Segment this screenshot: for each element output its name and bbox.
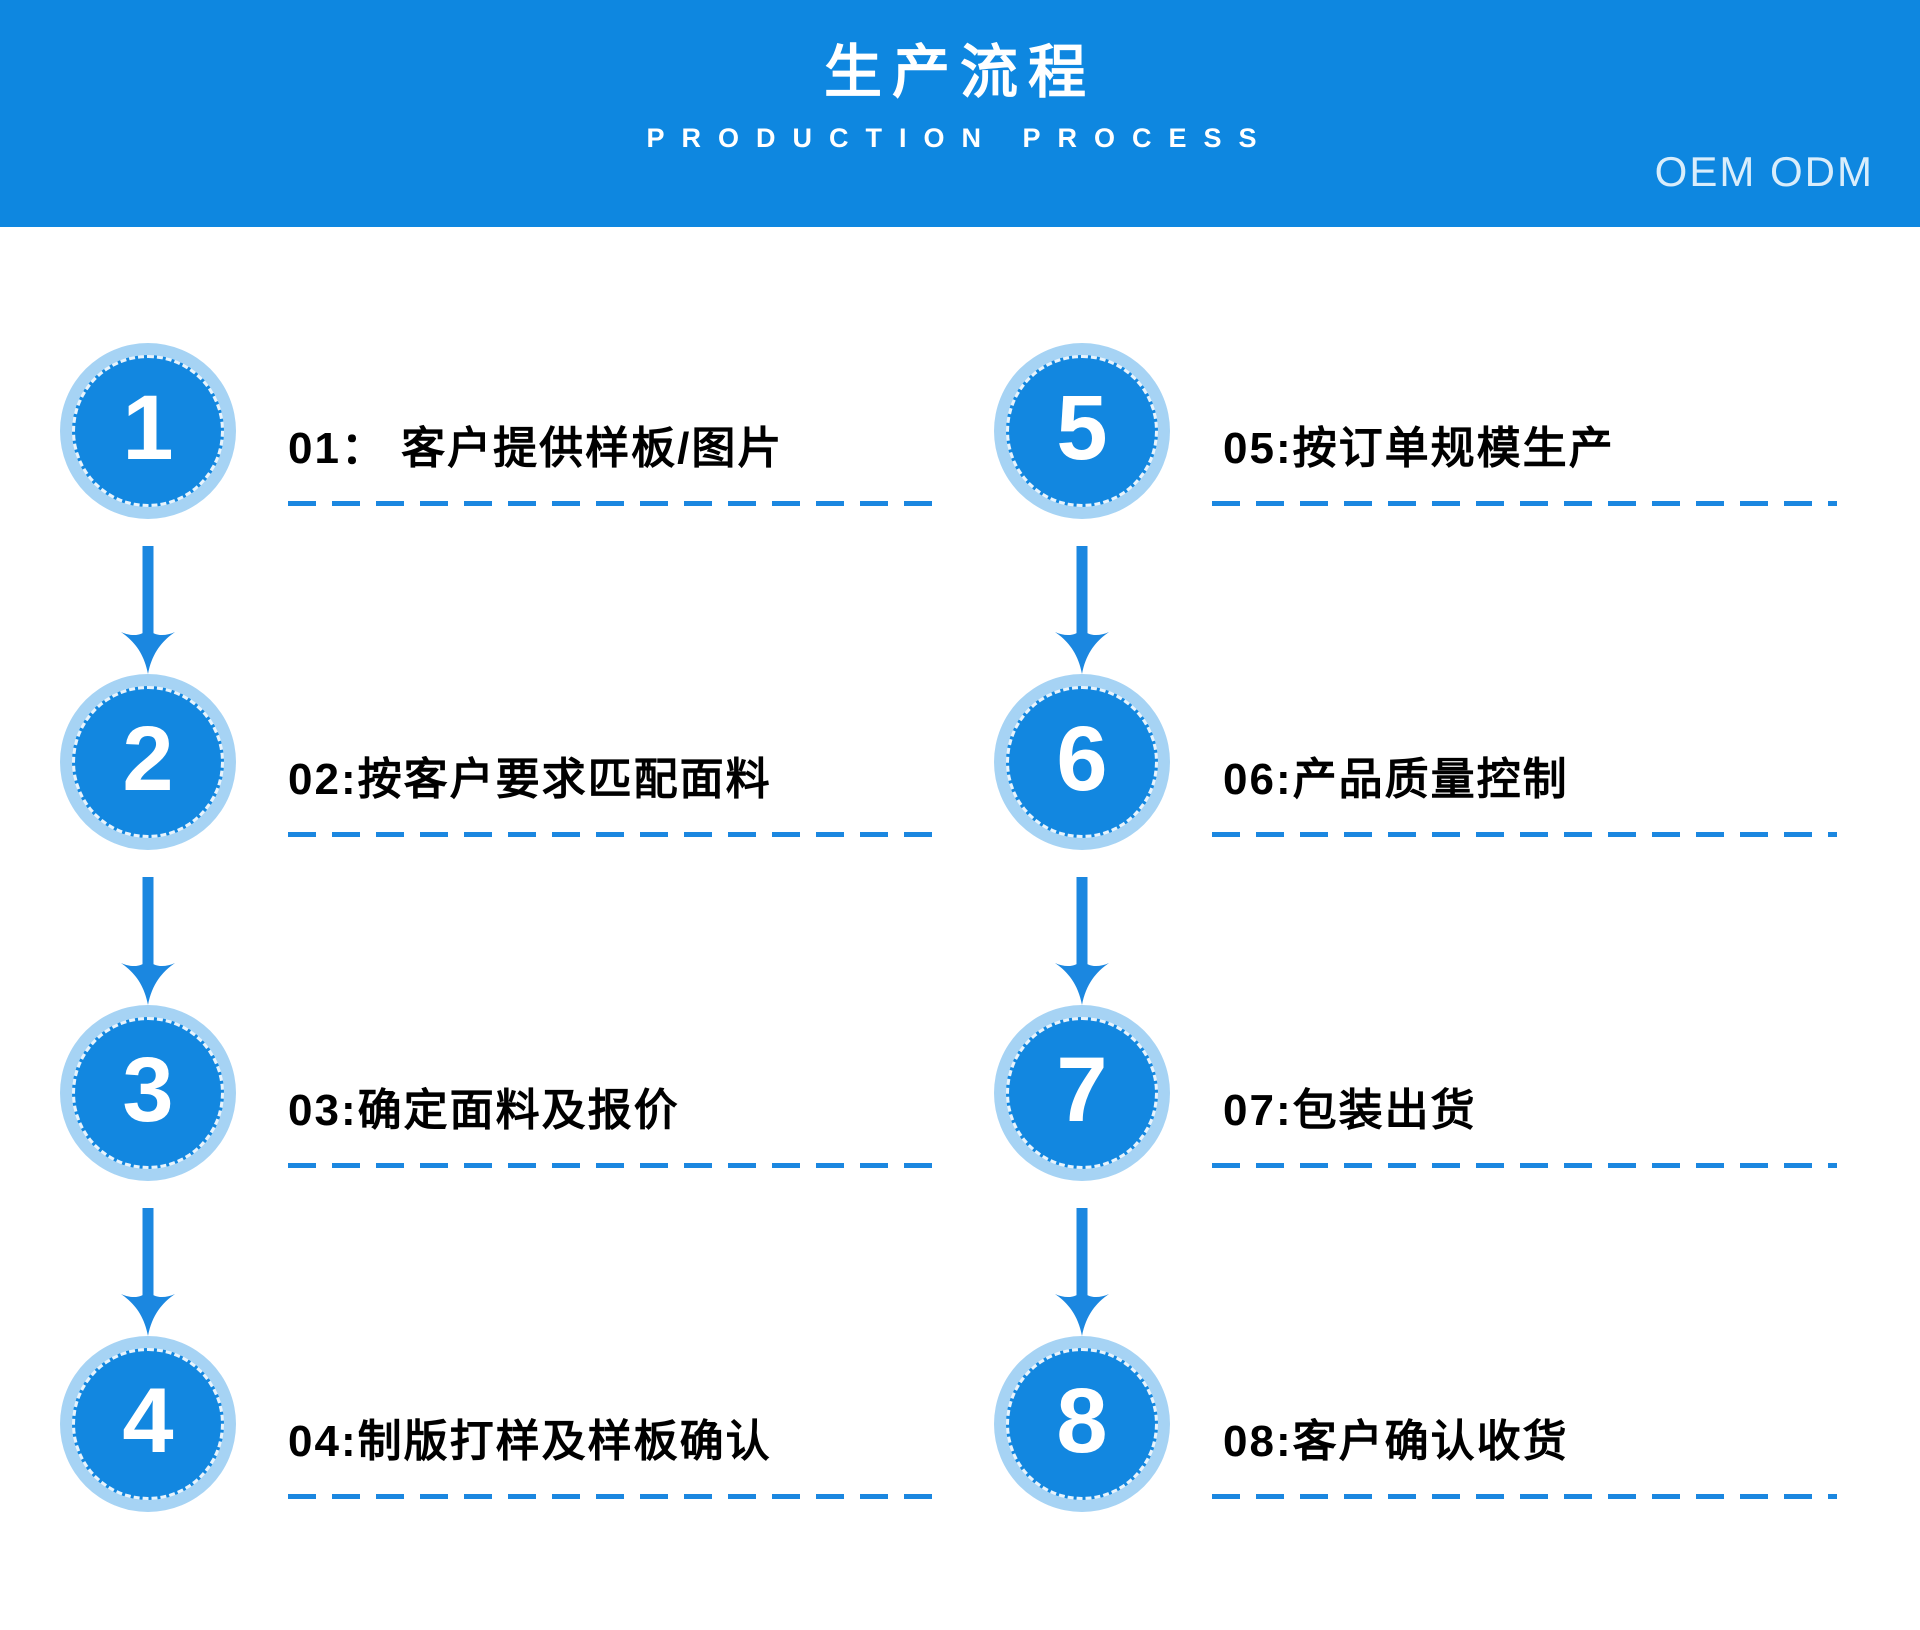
step-number: 1 <box>122 377 174 479</box>
step-7-circle-inner: 7 <box>1006 1017 1158 1169</box>
step-4-circle-inner: 4 <box>72 1348 224 1500</box>
step-3-circle-inner: 3 <box>72 1017 224 1169</box>
step-number: 6 <box>1056 708 1108 810</box>
step-item-5: 5 05:按订单规模生产 <box>994 343 1839 519</box>
step-2-circle: 2 <box>60 674 236 850</box>
down-arrow-icon <box>121 546 175 674</box>
step-number: 7 <box>1056 1039 1108 1141</box>
step-label: 02:按客户要求匹配面料 <box>288 755 772 804</box>
dashed-divider <box>1212 832 1837 837</box>
step-5-circle-inner: 5 <box>1006 355 1158 507</box>
down-arrow-icon <box>121 877 175 1005</box>
step-2-circle-inner: 2 <box>72 686 224 838</box>
step-item-7: 7 07:包装出货 <box>994 1005 1839 1181</box>
step-label: 08:客户确认收货 <box>1223 1417 1569 1466</box>
dashed-divider <box>1212 1494 1837 1499</box>
step-6-circle: 6 <box>994 674 1170 850</box>
dashed-divider <box>288 1494 940 1499</box>
step-item-2: 2 02:按客户要求匹配面料 <box>60 674 940 850</box>
step-number: 2 <box>122 708 174 810</box>
step-8-circle: 8 <box>994 1336 1170 1512</box>
oem-odm-badge: OEM ODM <box>1654 148 1874 195</box>
step-item-8: 8 08:客户确认收货 <box>994 1336 1839 1512</box>
step-1-circle: 1 <box>60 343 236 519</box>
down-arrow-icon <box>121 1208 175 1336</box>
step-3-circle: 3 <box>60 1005 236 1181</box>
step-number: 3 <box>122 1039 174 1141</box>
step-4-circle: 4 <box>60 1336 236 1512</box>
dashed-divider <box>1212 501 1837 506</box>
step-label: 01： 客户提供样板/图片 <box>288 424 784 473</box>
header-banner: 生产流程 PRODUCTION PROCESS OEM ODM <box>0 0 1920 227</box>
dashed-divider <box>288 1163 940 1168</box>
step-6-circle-inner: 6 <box>1006 686 1158 838</box>
step-number: 8 <box>1056 1370 1108 1472</box>
step-8-circle-inner: 8 <box>1006 1348 1158 1500</box>
step-number: 5 <box>1056 377 1108 479</box>
dashed-divider <box>1212 1163 1837 1168</box>
step-label: 07:包装出货 <box>1223 1086 1477 1135</box>
down-arrow-icon <box>1055 1208 1109 1336</box>
step-1-circle-inner: 1 <box>72 355 224 507</box>
step-7-circle: 7 <box>994 1005 1170 1181</box>
dashed-divider <box>288 832 940 837</box>
down-arrow-icon <box>1055 877 1109 1005</box>
step-item-4: 4 04:制版打样及样板确认 <box>60 1336 940 1512</box>
step-label: 04:制版打样及样板确认 <box>288 1417 772 1466</box>
step-item-6: 6 06:产品质量控制 <box>994 674 1839 850</box>
step-item-1: 1 01： 客户提供样板/图片 <box>60 343 940 519</box>
page-subtitle: PRODUCTION PROCESS <box>646 123 1274 153</box>
step-label: 03:确定面料及报价 <box>288 1086 680 1135</box>
step-label: 05:按订单规模生产 <box>1223 424 1615 473</box>
step-5-circle: 5 <box>994 343 1170 519</box>
step-label: 06:产品质量控制 <box>1223 755 1569 804</box>
down-arrow-icon <box>1055 546 1109 674</box>
dashed-divider <box>288 501 940 506</box>
page-title: 生产流程 <box>823 40 1096 105</box>
step-number: 4 <box>122 1370 174 1472</box>
step-item-3: 3 03:确定面料及报价 <box>60 1005 940 1181</box>
